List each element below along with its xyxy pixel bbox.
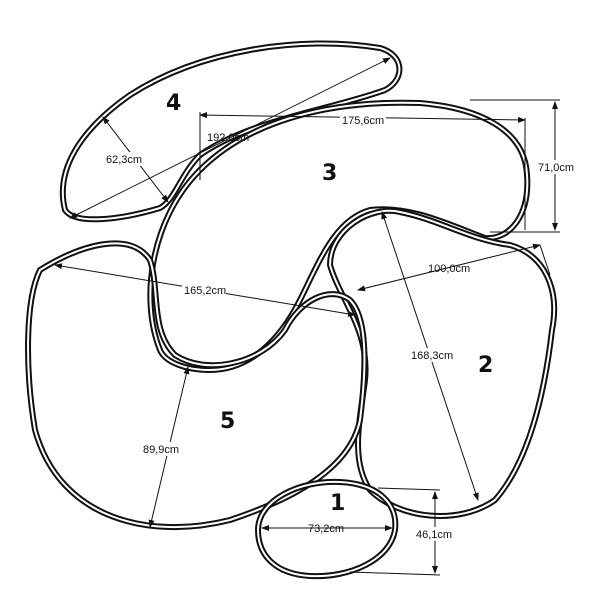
label-175-6cm: 175,6cm [342,115,384,127]
piece-number-1: 1 [330,491,345,516]
label-165-2cm: 165,2cm [184,285,226,297]
label-89-9cm: 89,9cm [143,444,179,456]
dimension-lines [54,57,560,576]
dimension-labels: 62,3cm 192,0cm 175,6cm 71,0cm 100,0cm 16… [104,113,576,541]
label-73-2cm: 73,2cm [308,523,344,535]
piece-number-5: 5 [220,409,235,434]
label-71-0cm: 71,0cm [538,162,574,174]
label-192-0cm: 192,0cm [207,132,249,144]
piece-number-3: 3 [322,161,337,186]
label-46-1cm: 46,1cm [416,529,452,541]
piece-1-outline [254,478,399,580]
label-100-0cm: 100,0cm [428,263,470,275]
piece-numbers: 1 2 3 4 5 [166,91,493,516]
piece-number-4: 4 [166,91,181,116]
label-62-3cm: 62,3cm [106,154,142,166]
label-168-3cm: 168,3cm [411,350,453,362]
piece-number-2: 2 [478,353,493,378]
